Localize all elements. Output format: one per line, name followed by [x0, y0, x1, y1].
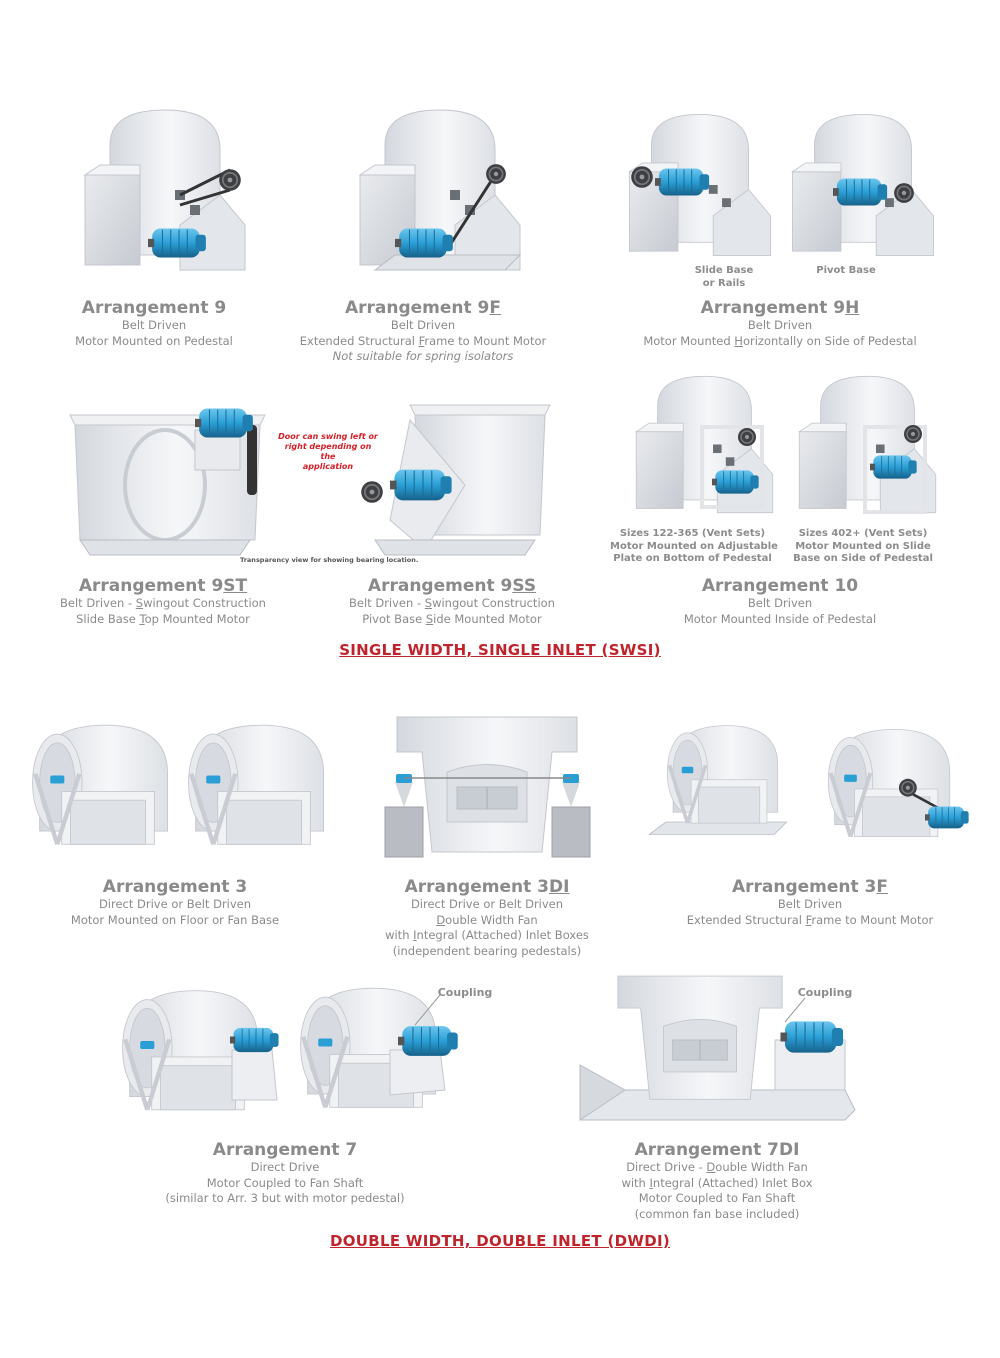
arrangement-9st-title: Arrangement 9ST: [78, 576, 248, 596]
arrangement-3di-caption: Arrangement 3DI Direct Drive or Belt Dri…: [362, 877, 612, 959]
arrangement-7di-line3: Motor Coupled to Fan Shaft: [638, 1191, 796, 1205]
arrangement-9f-note: Not suitable for spring isolators: [332, 349, 514, 363]
arrangement-3-line2: Motor Mounted on Floor or Fan Base: [70, 912, 280, 927]
arrangement-9-line2: Motor Mounted on Pedestal: [75, 333, 233, 348]
arrangement-7-line3: (similar to Arr. 3 but with motor pedest…: [165, 1191, 405, 1205]
arrangement-9ss-line1: Belt Driven - Swingout Construction: [349, 596, 555, 610]
arrangement-9-illustration: [84, 109, 246, 271]
arrangement-9h-line2: Motor Mounted Horizontally on Side of Pe…: [643, 333, 917, 348]
arrangement-10-caption: Arrangement 10 Belt Driven Motor Mounted…: [660, 576, 900, 627]
arrangement-3-illustration-2: [178, 712, 328, 862]
arrangement-7di-illustration: [579, 975, 856, 1121]
arrangement-3di-line3: with Integral (Attached) Inlet Boxes: [385, 928, 589, 942]
arrangement-7-title: Arrangement 7: [212, 1140, 358, 1160]
arrangement-3f-illustration-1: [647, 723, 788, 835]
arrangement-3di-line1: Direct Drive or Belt Driven: [410, 897, 564, 911]
arrangement-9h-line1: Belt Driven: [747, 318, 813, 332]
arrangement-3-caption: Arrangement 3 Direct Drive or Belt Drive…: [55, 877, 295, 928]
arrangement-10-title: Arrangement 10: [701, 576, 859, 596]
arrangement-9h-slide-base-illustration: [628, 113, 772, 257]
arrangement-9f-caption: Arrangement 9F Belt Driven Extended Stru…: [298, 298, 548, 365]
arrangement-9f-line2: Extended Structural Frame to Mount Motor: [299, 333, 547, 348]
arrangement-9st-line2: Slide Base Top Mounted Motor: [76, 611, 250, 626]
arrangement-9ss-title: Arrangement 9SS: [367, 576, 537, 596]
arrangement-7di-coupling-label: Coupling: [797, 986, 853, 999]
arrangement-3-title: Arrangement 3: [102, 877, 248, 897]
arrangement-7-caption: Arrangement 7 Direct Drive Motor Coupled…: [150, 1140, 420, 1207]
arrangement-3-line1: Direct Drive or Belt Driven: [98, 897, 252, 911]
arrangement-9f-illustration: [359, 109, 522, 271]
arrangement-9-caption: Arrangement 9 Belt Driven Motor Mounted …: [54, 298, 254, 349]
arrangement-9ss-illustration: [360, 404, 551, 556]
arrangement-7di-line2: with Integral (Attached) Inlet Box: [621, 1175, 813, 1190]
arrangement-3f-title: Arrangement 3F: [731, 877, 889, 897]
arrangement-3f-line1: Belt Driven: [777, 897, 843, 911]
arrangement-10-sizes-122-label: Sizes 122-365 (Vent Sets)Motor Mounted o…: [610, 528, 778, 564]
arrangement-7di-caption: Arrangement 7DI Direct Drive - Double Wi…: [597, 1140, 837, 1222]
arrangement-7-line2: Motor Coupled to Fan Shaft: [206, 1175, 364, 1190]
arrangement-9ss-line2: Pivot Base Side Mounted Motor: [362, 611, 542, 626]
swsi-section-heading: SINGLE WIDTH, SINGLE INLET (SWSI): [339, 641, 661, 659]
transparency-view-note: Transparency view for showing bearing lo…: [240, 556, 419, 564]
pivot-base-label: Pivot Base: [816, 265, 876, 276]
arrangement-9-title: Arrangement 9: [81, 298, 227, 318]
arrangement-10-line1: Belt Driven: [747, 596, 813, 610]
arrangement-3f-caption: Arrangement 3F Belt Driven Extended Stru…: [680, 877, 940, 928]
arrangement-10-line2: Motor Mounted Inside of Pedestal: [683, 611, 877, 626]
arrangement-9h-pivot-base-illustration: [791, 113, 935, 257]
arrangement-7-line1: Direct Drive: [250, 1160, 320, 1174]
arrangement-9st-line1: Belt Driven - Swingout Construction: [60, 596, 266, 610]
arrangement-3-illustration-1: [22, 712, 172, 862]
arrangement-3di-line4: (independent bearing pedestals): [392, 943, 582, 958]
arrangement-10-small-illustration: [635, 375, 774, 514]
arrangement-7-illustration-1: [112, 980, 279, 1130]
arrangement-10-large-illustration: [798, 375, 937, 514]
arrangement-7di-title: Arrangement 7DI: [634, 1140, 800, 1160]
arrangement-9st-illustration: [69, 408, 266, 556]
arrangement-9f-title: Arrangement 9F: [344, 298, 502, 318]
arrangement-9ss-caption: Arrangement 9SS Belt Driven - Swingout C…: [337, 576, 567, 627]
arrangement-9f-line1: Belt Driven: [390, 318, 456, 332]
arrangement-3f-line2: Extended Structural Frame to Mount Motor: [686, 912, 934, 927]
dwdi-section-heading: DOUBLE WIDTH, DOUBLE INLET (DWDI): [329, 1232, 670, 1250]
arrangement-9-line1: Belt Driven: [121, 318, 187, 332]
arrangement-7-illustration-2: [290, 980, 459, 1130]
arrangement-3di-line2: Double Width Fan: [436, 912, 538, 927]
arrangement-9st-caption: Arrangement 9ST Belt Driven - Swingout C…: [48, 576, 278, 627]
arrangement-3f-illustration-2: [810, 722, 970, 857]
arrangement-7di-line4: (common fan base included): [634, 1206, 800, 1221]
arrangement-7-coupling-label: Coupling: [437, 986, 493, 999]
arrangement-3di-title: Arrangement 3DI: [404, 877, 570, 897]
arrangement-10-sizes-402-label: Sizes 402+ (Vent Sets)Motor Mounted on S…: [793, 528, 933, 564]
arrangement-9h-caption: Arrangement 9H Belt Driven Motor Mounted…: [640, 298, 920, 349]
arrangement-7di-line1: Direct Drive - Double Width Fan: [626, 1160, 808, 1174]
arrangement-3di-illustration: [384, 716, 591, 858]
arrangement-9h-title: Arrangement 9H: [700, 298, 860, 318]
